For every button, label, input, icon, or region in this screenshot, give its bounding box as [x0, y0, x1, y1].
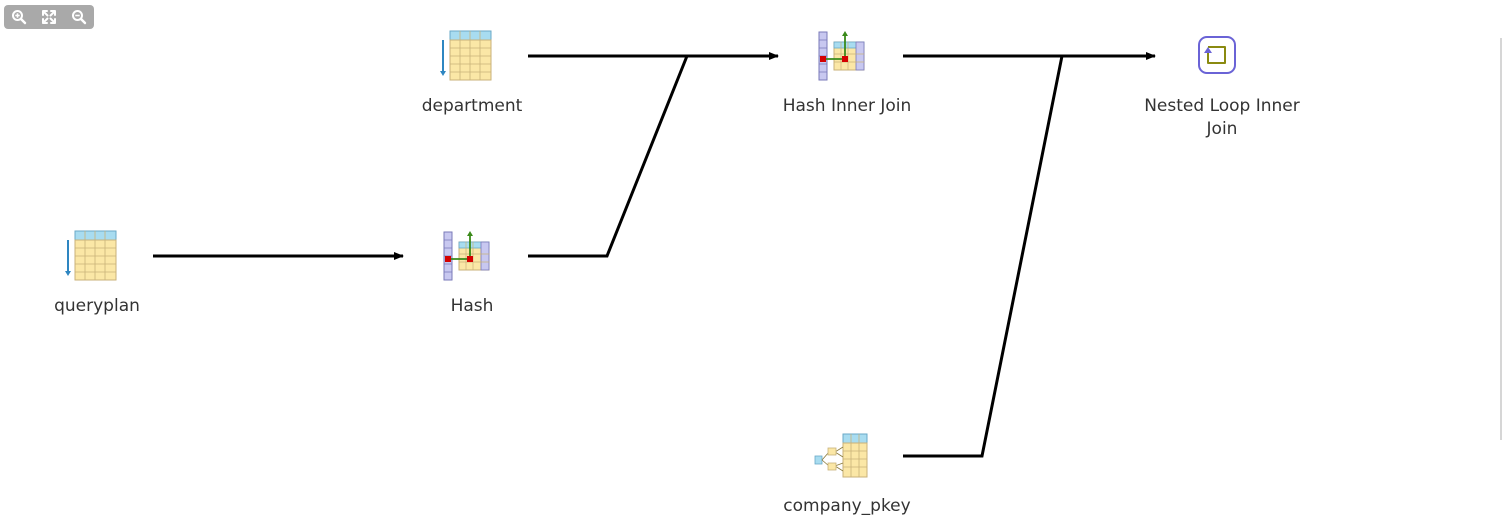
node-label-hash-join: Hash Inner Join	[783, 96, 912, 116]
nested-loop-icon	[1198, 36, 1236, 74]
node-queryplan[interactable]	[65, 230, 117, 281]
table-scan-icon	[440, 30, 492, 81]
node-company-pkey[interactable]	[814, 433, 868, 478]
node-label-nested-loop-line2: Join	[1206, 119, 1238, 139]
zoom-out-button[interactable]	[67, 6, 91, 28]
node-department[interactable]	[440, 30, 492, 81]
zoom-out-icon	[72, 10, 87, 25]
node-hash[interactable]	[443, 231, 490, 281]
index-scan-icon	[814, 433, 868, 478]
fit-screen-button[interactable]	[37, 6, 61, 28]
scrollbar-edge	[1500, 38, 1502, 440]
node-hash-join[interactable]	[818, 31, 865, 81]
node-label-department: department	[422, 96, 523, 116]
node-label-nested-loop-line1: Nested Loop Inner	[1144, 96, 1300, 116]
node-nested-loop[interactable]	[1198, 36, 1236, 74]
zoom-in-icon	[12, 10, 27, 25]
node-label-queryplan: queryplan	[54, 296, 140, 316]
zoom-toolbar	[4, 5, 94, 29]
expand-icon	[42, 10, 56, 24]
edge-hash-to-hash-join	[528, 55, 689, 258]
node-label-hash: Hash	[451, 296, 494, 316]
table-scan-icon	[65, 230, 117, 281]
hash-join-icon	[818, 31, 865, 81]
zoom-in-button[interactable]	[7, 6, 31, 28]
node-label-company-pkey: company_pkey	[783, 496, 910, 516]
hash-icon	[443, 231, 490, 281]
plan-edges	[153, 52, 1156, 458]
edge-company-pkey-to-nested-loop	[903, 55, 1064, 458]
